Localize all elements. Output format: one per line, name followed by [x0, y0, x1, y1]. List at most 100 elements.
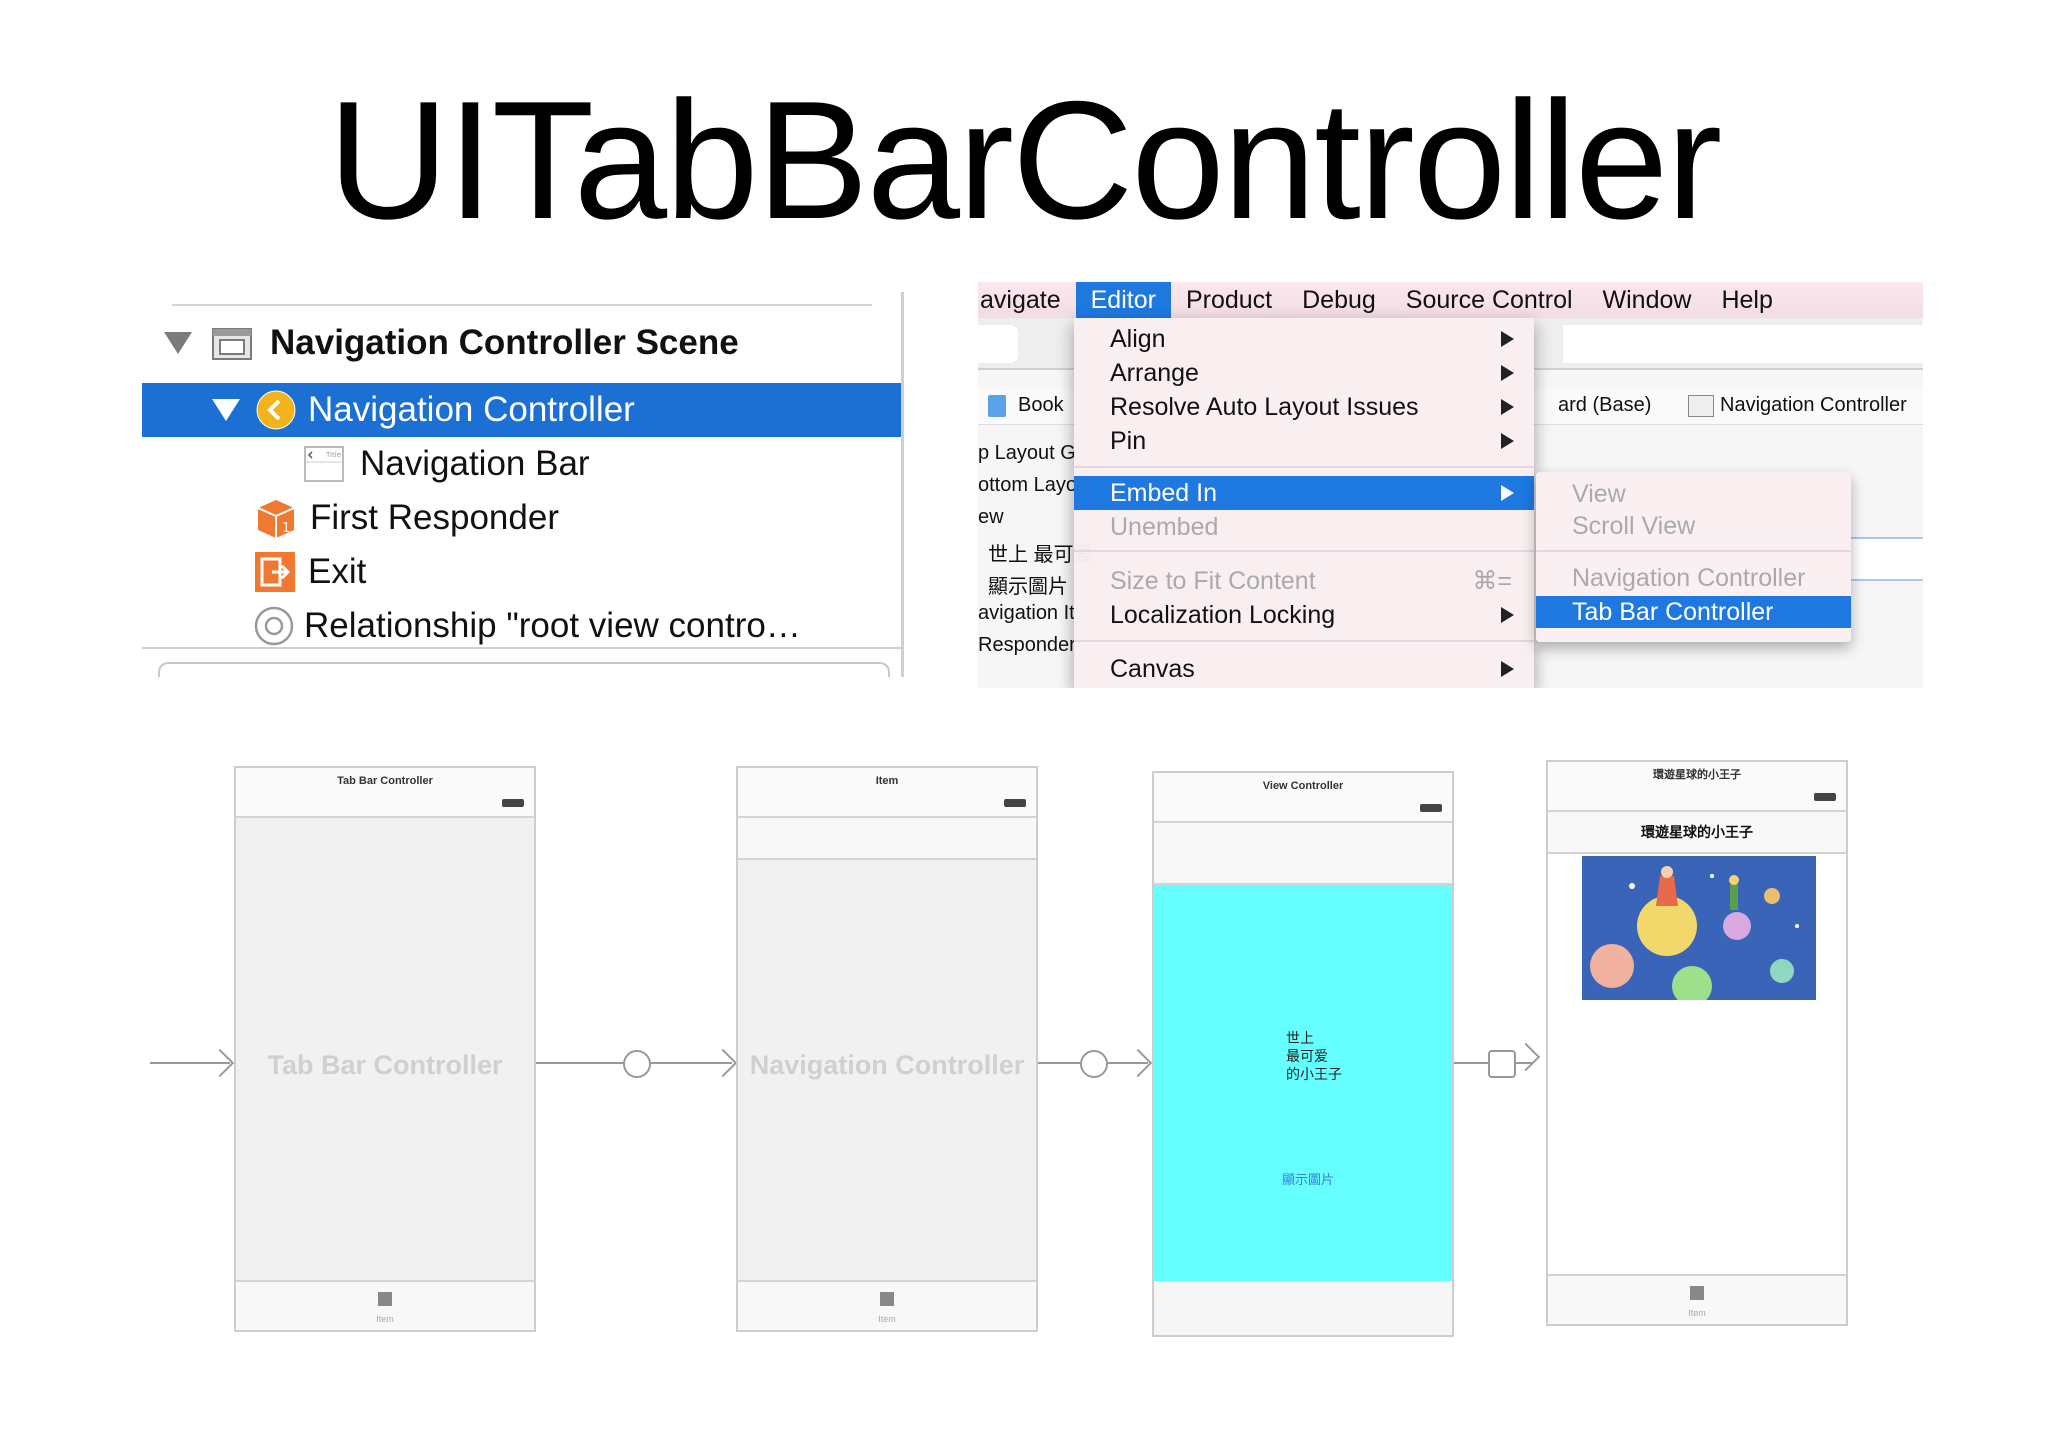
segue-arrow-icon [1511, 1042, 1541, 1072]
submenu-arrow-icon [1501, 365, 1514, 381]
scene-icon [212, 326, 252, 360]
nav-title: 環遊星球的小王子 [1548, 812, 1846, 854]
tab-item-label: Item [376, 1314, 394, 1324]
toolbar-status-field [1563, 325, 1923, 363]
outline-fragment: ottom Layo [978, 474, 1077, 496]
status-bar [1154, 799, 1452, 823]
menu-bar: avigate Editor Product Debug Source Cont… [978, 282, 1923, 318]
shortcut-label: ⌘= [1472, 567, 1512, 595]
scene-header: Item [738, 768, 1036, 796]
tab-item-label: Item [1688, 1308, 1706, 1318]
slide-title: UITabBarController [327, 66, 1723, 254]
tab-item-icon[interactable] [1690, 1286, 1704, 1300]
outline-row-label: Exit [308, 552, 367, 591]
menu-editor[interactable]: Editor [1075, 282, 1171, 318]
submenu-arrow-icon [1501, 433, 1514, 449]
tab-bar: Item [1548, 1274, 1846, 1324]
scene-header: View Controller [1154, 773, 1452, 801]
scene-detail-view-controller[interactable]: 環遊星球的小王子 環遊星球的小王子 Item [1546, 760, 1848, 1326]
submenu-arrow-icon [1501, 661, 1514, 677]
scene-header: 環遊星球的小王子 [1548, 762, 1846, 790]
status-bar [1548, 788, 1846, 812]
outline-fragment: avigation It [978, 602, 1075, 624]
submenu-item-scroll-view[interactable]: Scroll View [1572, 512, 1696, 540]
jump-bar-book[interactable]: Book [1018, 394, 1064, 416]
tab-item-icon[interactable] [378, 1292, 392, 1306]
outline-row-relationship[interactable]: Relationship "root view contro… [142, 599, 901, 653]
menu-debug[interactable]: Debug [1302, 285, 1376, 314]
navigation-bar-icon: Title [304, 446, 344, 482]
menu-source-control[interactable]: Source Control [1405, 285, 1573, 314]
tab-item-icon[interactable] [880, 1292, 894, 1306]
disclosure-triangle-icon[interactable] [164, 332, 192, 354]
show-segue-icon[interactable] [1488, 1050, 1516, 1078]
scene-placeholder-label: Tab Bar Controller [267, 1050, 503, 1080]
outline-row-navigation-controller[interactable]: Navigation Controller [142, 383, 901, 437]
embed-in-submenu: View Scroll View Navigation Controller T… [1536, 472, 1851, 642]
submenu-item-view[interactable]: View [1572, 480, 1626, 508]
outline-row-label: Navigation Bar [360, 444, 590, 483]
submenu-item-navigation-controller[interactable]: Navigation Controller [1572, 564, 1806, 592]
menu-item-pin[interactable]: Pin [1074, 424, 1534, 458]
content-view: 世上 最可爱 的小王子 顯示圖片 [1154, 885, 1452, 1281]
scene-header: Tab Bar Controller [236, 768, 534, 796]
tab-bar: Item [236, 1280, 534, 1330]
outline-row-exit[interactable]: Exit [142, 545, 901, 599]
relationship-segue-icon[interactable] [623, 1050, 651, 1078]
outline-row-first-responder[interactable]: 1 First Responder [142, 491, 901, 545]
scene-placeholder-label: Navigation Controller [749, 1050, 1025, 1080]
segue-arrow-icon [1123, 1048, 1153, 1078]
menu-item-resolve-auto-layout-issues[interactable]: Resolve Auto Layout Issues [1074, 390, 1534, 424]
filter-field[interactable] [158, 662, 890, 677]
relationship-segue-icon[interactable] [1080, 1050, 1108, 1078]
menu-window[interactable]: Window [1602, 285, 1692, 314]
first-responder-icon: 1 [254, 496, 298, 540]
outline-row-navigation-bar[interactable]: Title Navigation Bar [142, 437, 901, 491]
document-outline: Navigation Controller Scene Navigation C… [142, 292, 904, 677]
outline-scene-label: Navigation Controller Scene [270, 323, 739, 362]
scene-view-controller[interactable]: View Controller 世上 最可爱 的小王子 顯示圖片 [1152, 771, 1454, 1337]
navigation-bar [738, 818, 1036, 860]
status-bar [738, 794, 1036, 818]
menu-item-embed-in[interactable]: Embed In [1074, 476, 1534, 510]
menu-navigate[interactable]: avigate [980, 285, 1061, 314]
segue-arrow-icon [708, 1048, 738, 1078]
outline-fragment: 世上 最可爱 [988, 544, 1094, 566]
navigation-bar [1154, 823, 1452, 885]
menu-item-canvas[interactable]: Canvas [1074, 652, 1534, 686]
menu-separator [1074, 640, 1534, 642]
outline-fragment: p Layout G [978, 442, 1076, 464]
scene-tab-bar-controller[interactable]: Tab Bar Controller Tab Bar Controller It… [234, 766, 536, 1332]
menu-item-arrange[interactable]: Arrange [1074, 356, 1534, 390]
menu-separator [1074, 550, 1534, 552]
menu-product[interactable]: Product [1185, 285, 1273, 314]
jump-bar-navigation-controller[interactable]: Navigation Controller [1720, 394, 1907, 416]
battery-icon [1814, 793, 1836, 801]
menu-item-unembed[interactable]: Unembed [1110, 513, 1219, 541]
tab-item-label: Item [878, 1314, 896, 1324]
menu-separator [1074, 466, 1534, 468]
submenu-item-tab-bar-controller[interactable]: Tab Bar Controller [1536, 596, 1851, 628]
status-bar [236, 794, 534, 818]
submenu-arrow-icon [1501, 607, 1514, 623]
jump-bar-storyboard[interactable]: ard (Base) [1558, 394, 1652, 416]
disclosure-triangle-icon[interactable] [212, 399, 240, 421]
show-image-button[interactable]: 顯示圖片 [1282, 1172, 1335, 1187]
outline-row-label: First Responder [310, 498, 559, 537]
menu-item-align[interactable]: Align [1074, 322, 1534, 356]
outline-scene-row[interactable]: Navigation Controller Scene [142, 316, 901, 370]
relationship-icon [254, 606, 294, 646]
menu-item-localization-locking[interactable]: Localization Locking [1074, 598, 1534, 632]
menu-item-size-to-fit-content[interactable]: Size to Fit Content⌘= [1074, 564, 1534, 598]
scene-icon [1688, 395, 1714, 417]
storyboard-file-icon [988, 395, 1006, 417]
outline-fragment: ew [978, 506, 1004, 528]
toolbar-segment[interactable] [978, 325, 1018, 363]
scene-navigation-controller[interactable]: Item Navigation Controller Item [736, 766, 1038, 1332]
entry-arrow-line [150, 1062, 230, 1064]
menu-help[interactable]: Help [1721, 285, 1773, 314]
intro-label: 世上 最可爱 的小王子 [1286, 1030, 1342, 1082]
nav-bar-icon-text: Title [325, 451, 341, 459]
battery-icon [1420, 804, 1442, 812]
navigation-controller-icon [256, 390, 296, 430]
